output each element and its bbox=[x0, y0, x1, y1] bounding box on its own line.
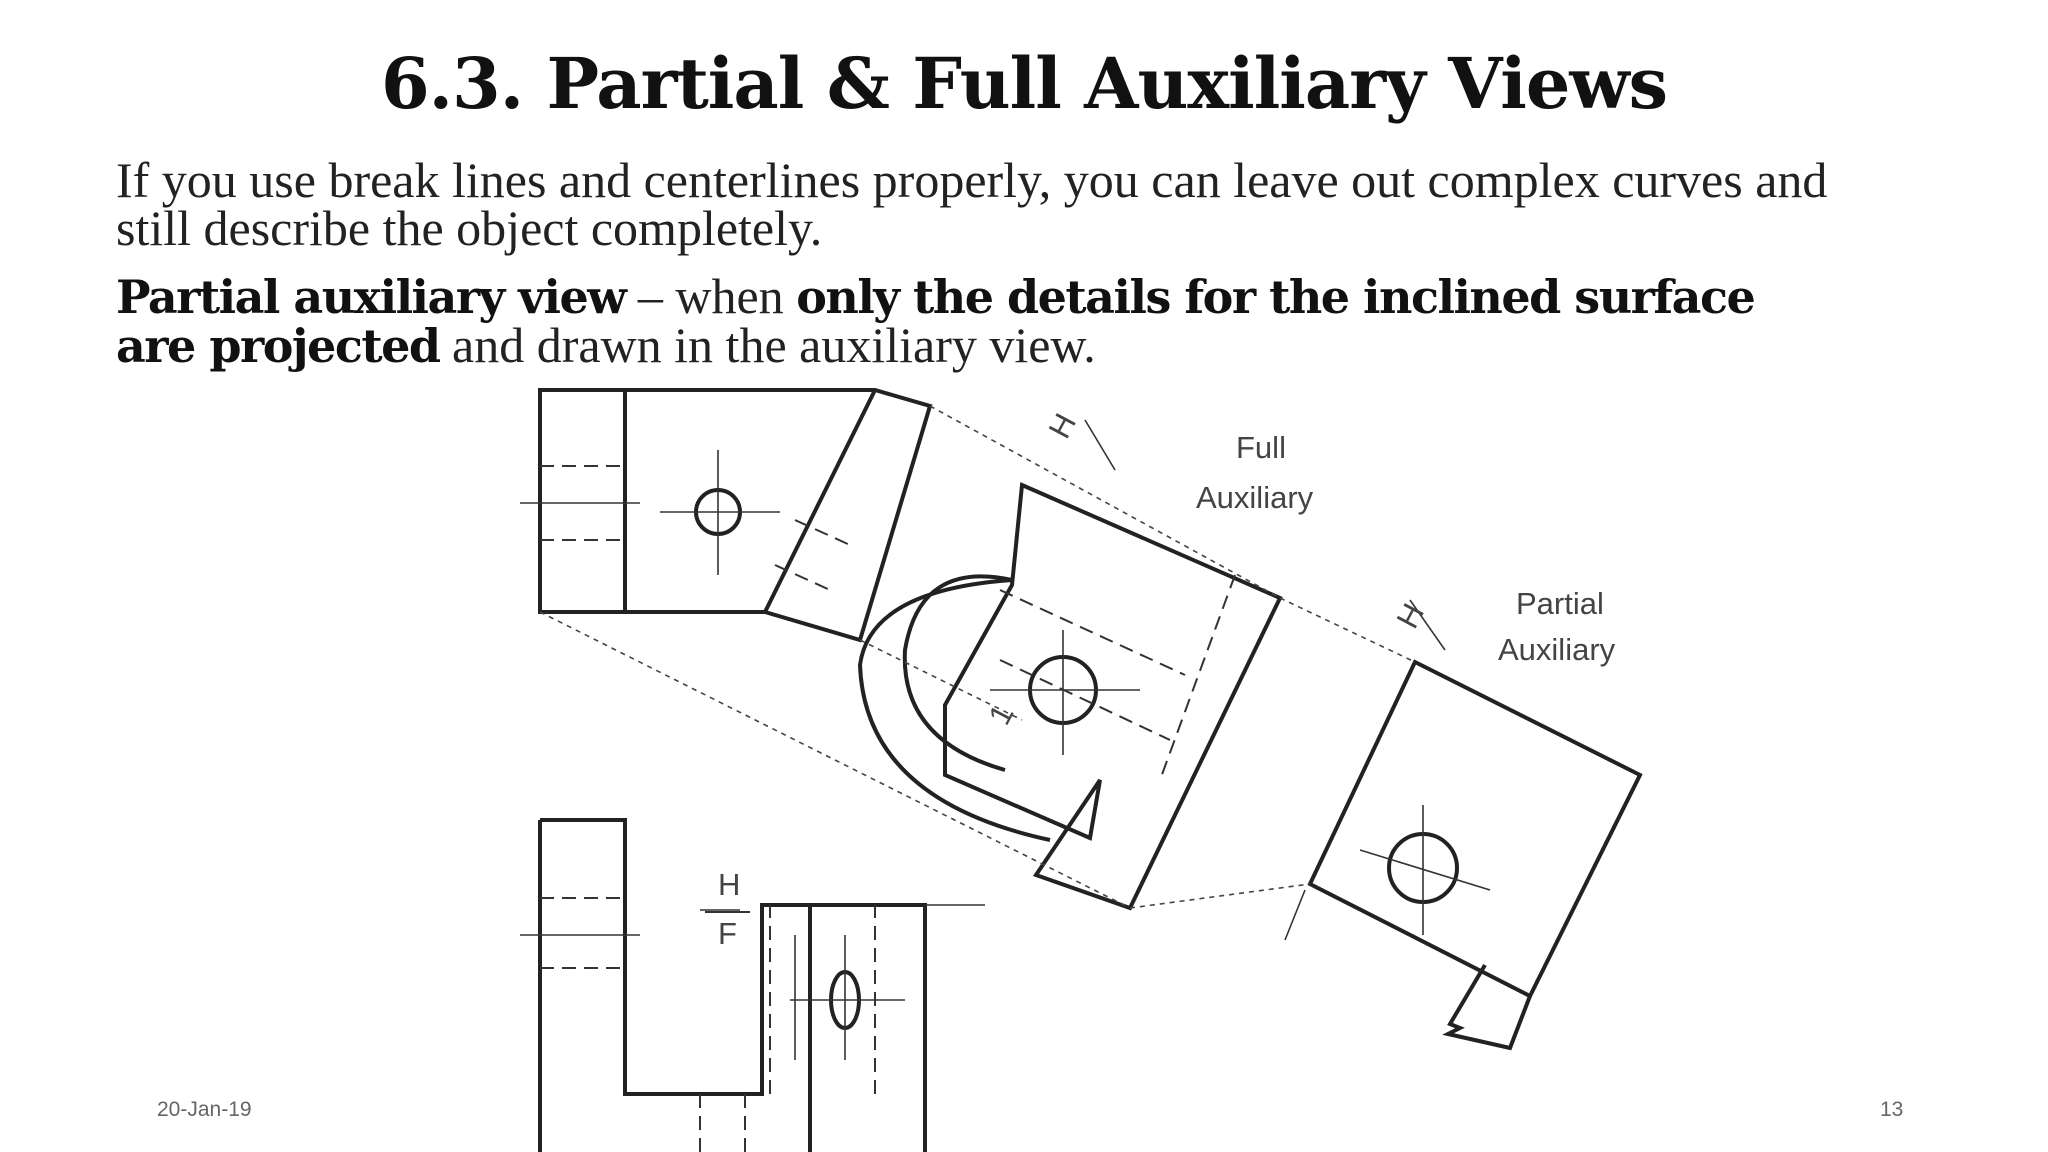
fold-line-label-h-full: H bbox=[1042, 408, 1083, 444]
term-partial-auxiliary-view: Partial auxiliary view bbox=[116, 270, 627, 324]
full-auxiliary-label-line1: Full bbox=[1236, 430, 1286, 465]
full-auxiliary-view bbox=[857, 482, 1283, 911]
fold-line-label-h: H bbox=[718, 867, 740, 902]
slide-title: 6.3. Partial & Full Auxiliary Views bbox=[380, 42, 1668, 125]
fold-line-label-1: 1 bbox=[982, 699, 1021, 731]
paragraph-separator: – when bbox=[625, 268, 797, 324]
full-auxiliary-label-line2: Auxiliary bbox=[1196, 480, 1314, 515]
footer-page-number: 13 bbox=[1880, 1098, 1904, 1121]
footer-date: 20-Jan-19 bbox=[157, 1098, 252, 1121]
partial-auxiliary-view bbox=[1307, 659, 1643, 1051]
fold-line-label-h-partial: H bbox=[1390, 598, 1431, 634]
fold-line-label-f: F bbox=[718, 916, 737, 951]
emphasis-inclined-surface: only the details for the inclined surfac… bbox=[116, 270, 1756, 373]
partial-auxiliary-label-line2: Auxiliary bbox=[1498, 632, 1616, 667]
top-view bbox=[538, 388, 933, 643]
partial-auxiliary-label-line1: Partial bbox=[1516, 586, 1604, 621]
paragraph-rest: and drawn in the auxiliary view. bbox=[439, 317, 1096, 373]
paragraph-break-lines: If you use break lines and centerlines p… bbox=[116, 152, 1828, 256]
paragraph-partial-auxiliary: Partial auxiliary view – when only the d… bbox=[116, 270, 1836, 373]
